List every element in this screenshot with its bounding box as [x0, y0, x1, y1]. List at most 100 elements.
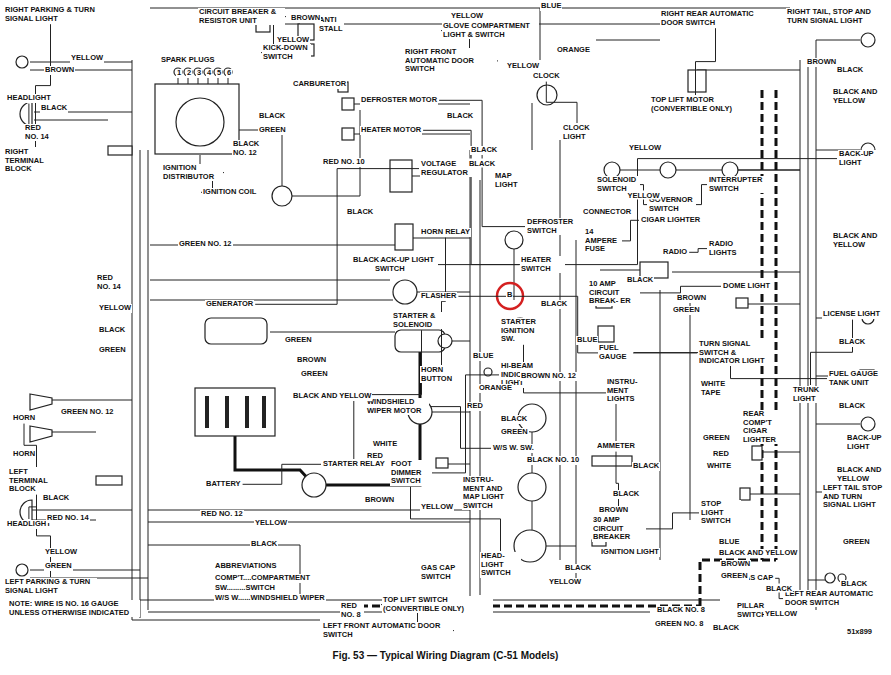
wire-connector [24, 424, 37, 467]
component-symbol [302, 473, 326, 497]
wire-connector [689, 249, 707, 253]
component-name: KICK-DOWN SWITCH [262, 44, 311, 61]
component-name: LEFT FRONT AUTOMATIC DOOR SWITCH [322, 622, 453, 639]
component-name: MAP LIGHT [494, 172, 523, 189]
component-name: DEFROSTER SWITCH [526, 218, 577, 235]
component-name: RIGHT TAIL, STOP AND TURN SIGNAL LIGHT [786, 8, 887, 25]
wire-connector [696, 185, 707, 205]
wire-path [20, 102, 32, 126]
note-text: ABBREVIATIONS [214, 562, 278, 571]
wire-color: BLUE [540, 2, 562, 11]
component-name: LEFT REAR AUTOMATIC DOOR SWITCH [784, 590, 889, 607]
wire-color: RED NO. 14 [24, 124, 56, 141]
wire-group [30, 8, 860, 620]
component-label: RIGHT FRONT AUTOMATIC DOOR SWITCH [404, 48, 497, 74]
component-label: HORN RELAY [420, 228, 471, 237]
component-label: CIGAR LIGHTER [640, 216, 701, 225]
component-name: CIGAR LIGHTER [640, 216, 701, 225]
wire-color: BROWN [44, 66, 75, 75]
wire-color: WHITE [706, 462, 732, 471]
component-name: RADIO [662, 248, 688, 257]
component-label: DEFROSTER MOTOR [360, 96, 438, 105]
component-label: SPARK PLUGS [160, 56, 216, 65]
wire-color: GREEN NO. 8 [654, 620, 704, 629]
component-label: FUEL GAUGE [598, 344, 633, 361]
wire-color: BLACK [564, 564, 592, 573]
wire-color: YELLOW [450, 12, 484, 21]
component-symbol [438, 334, 452, 348]
note-text: NOTE: WIRE IS NO. 16 GAUGE UNLESS OTHERW… [8, 600, 140, 617]
component-symbol [598, 326, 614, 342]
wire-color: BROWN NO. 12 [520, 372, 577, 381]
component-symbol [592, 456, 632, 466]
component-name: GLOVE COMPARTMENT LIGHT & SWITCH [442, 22, 539, 39]
wire-color: GREEN [44, 562, 73, 571]
component-name: BACK-UP LIGHT [846, 434, 889, 451]
plug-number: 1 [176, 69, 182, 78]
wire-color: BLACK AND YELLOW [718, 549, 798, 558]
component-label: RIGHT TAIL, STOP AND TURN SIGNAL LIGHT [786, 8, 887, 25]
component-symbol [272, 186, 292, 206]
wire-color: RED NO. 8 [340, 602, 364, 619]
component-label: LEFT TERMINAL BLOCK [8, 468, 65, 494]
component-label: TRUNK LIGHT [792, 386, 829, 403]
wire-color: GREEN NO. 12 [60, 408, 115, 417]
component-name: HORN [12, 414, 36, 423]
wire-path [30, 426, 52, 442]
component-name: INSTRU- MENT AND MAP LIGHT SWITCH [462, 476, 511, 510]
component-name: CARBURETOR [292, 80, 347, 89]
component-symbol [205, 318, 267, 344]
component-label: KICK-DOWN SWITCH [262, 44, 311, 61]
wire-path [30, 62, 132, 120]
wire-color: RED NO. 14 [96, 274, 128, 291]
wire-color: YELLOW [420, 503, 454, 512]
component-label: IGNITION LIGHT [600, 548, 660, 557]
wire-color: BLACK [840, 580, 868, 589]
wire-color: BLACK [626, 276, 654, 285]
wire-color: YELLOW [44, 548, 78, 557]
component-label: DEFROSTER SWITCH [526, 218, 577, 235]
wire-color: BLACK [98, 326, 126, 335]
component-symbol [395, 224, 413, 250]
component-label: WHITE TAPE [700, 380, 731, 397]
component-name: RADIO LIGHTS [708, 240, 749, 257]
edge-label: BLACK [765, 584, 793, 593]
component-symbol [16, 564, 28, 576]
component-label: ANTI STALL [318, 16, 345, 33]
wire-color: RED [466, 402, 484, 411]
component-name: LICENSE LIGHT [822, 310, 883, 319]
component-name: BACK-UP LIGHT [838, 150, 885, 167]
component-label: LEFT PARKING & TURN SIGNAL LIGHT [4, 578, 97, 595]
component-label: GLOVE COMPARTMENT LIGHT & SWITCH [442, 22, 539, 39]
wire-color: YELLOW [276, 36, 310, 45]
wire-color: BLACK NO. 8 [656, 606, 706, 615]
component-name: SPARK PLUGS [160, 56, 216, 65]
component-name: STOP LIGHT SWITCH [700, 500, 741, 526]
component-label: CLOCK [532, 72, 561, 81]
component-name: WHITE TAPE [700, 380, 731, 397]
wire-color: BLACK [352, 256, 380, 265]
component-name: RIGHT FRONT AUTOMATIC DOOR SWITCH [404, 48, 497, 74]
wire-connector [546, 82, 577, 123]
component-name: TRUNK LIGHT [792, 386, 829, 403]
component-label: LEFT REAR AUTOMATIC DOOR SWITCH [784, 590, 889, 607]
component-label: INSTRU- MENT LIGHTS [606, 378, 643, 404]
wire-connector [430, 407, 491, 449]
component-name: GAS CAP SWITCH [420, 564, 461, 581]
wire-color: BLACK [712, 624, 740, 633]
wire-color: ORANGE [556, 46, 591, 55]
component-label: CONNECTOR [582, 208, 632, 217]
component-name: TOP LIFT MOTOR (CONVERTIBLE ONLY) [650, 96, 741, 113]
component-symbol [205, 396, 209, 428]
component-symbol [225, 396, 229, 428]
component-label: HEATER MOTOR [360, 126, 422, 135]
component-symbol [108, 146, 132, 155]
wire-color: BROWN [290, 14, 321, 23]
component-name: CLOCK LIGHT [562, 124, 592, 141]
wire-color: BLACK [838, 338, 866, 347]
component-label: TOP LIFT MOTOR (CONVERTIBLE ONLY) [650, 96, 741, 113]
component-label: CIRCUIT BREAKER & RESISTOR UNIT [198, 8, 285, 25]
component-name: LEFT TERMINAL BLOCK [8, 468, 65, 494]
wire-path [132, 245, 720, 620]
component-symbol [736, 298, 748, 308]
